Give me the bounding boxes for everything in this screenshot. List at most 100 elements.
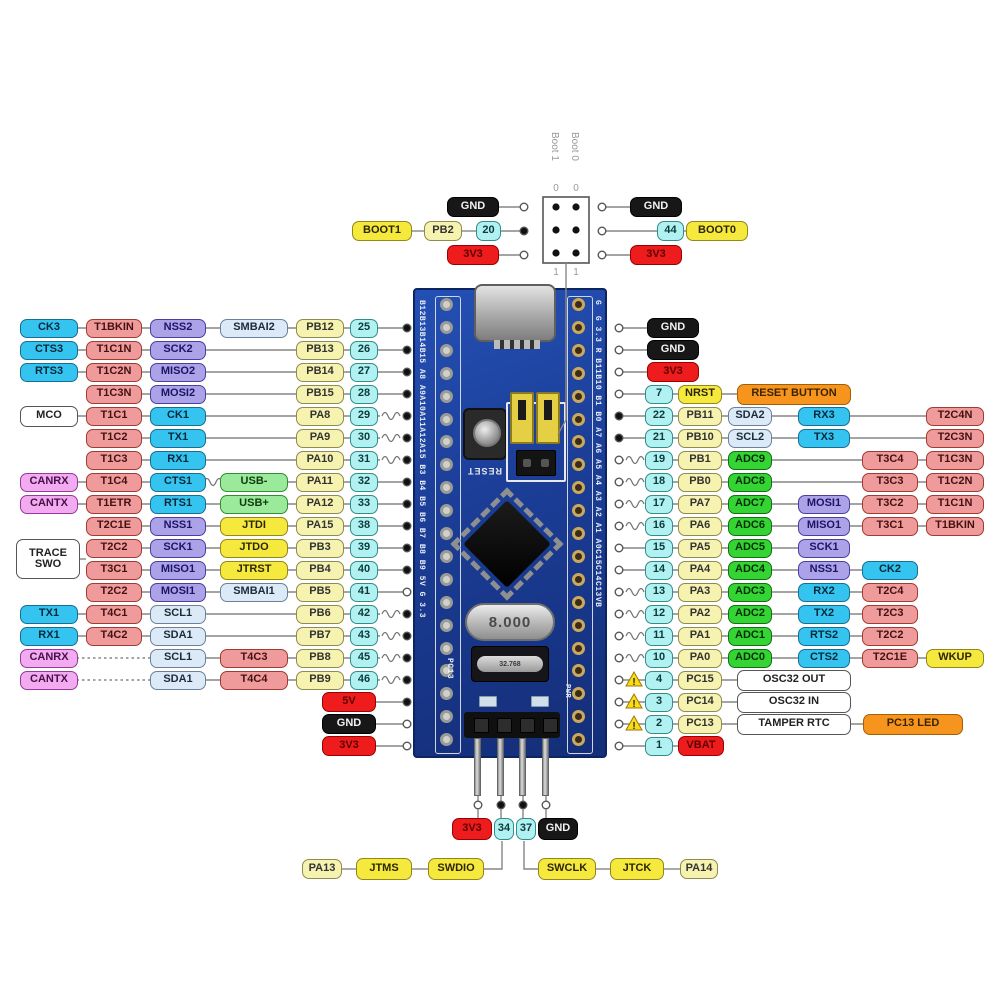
label-15: 15 xyxy=(645,538,673,558)
pin-hole xyxy=(440,366,453,380)
boot1-jumper[interactable] xyxy=(536,392,560,444)
label-pb5: PB5 xyxy=(296,582,344,602)
label-pb10: PB10 xyxy=(678,428,722,448)
label-44: 44 xyxy=(657,221,684,241)
label-adc4: ADC4 xyxy=(728,560,772,580)
label-mosi1: MOSI1 xyxy=(798,494,850,514)
label-pb1: PB1 xyxy=(678,450,722,470)
label-pb0: PB0 xyxy=(678,472,722,492)
label-t1etr: T1ETR xyxy=(86,494,142,514)
label-41: 41 xyxy=(350,582,378,602)
label-gnd: GND xyxy=(322,714,376,734)
label-osc32-out: OSC32 OUT xyxy=(737,669,851,691)
label-t1c1: T1C1 xyxy=(86,406,142,426)
label-16: 16 xyxy=(645,516,673,536)
pin-hole xyxy=(572,664,585,678)
label-pa15: PA15 xyxy=(296,516,344,536)
label-t4c1: T4C1 xyxy=(86,604,142,624)
pin-hole xyxy=(440,687,453,701)
label-rx1: RX1 xyxy=(150,450,206,470)
label-t1bkin: T1BKIN xyxy=(86,318,142,338)
label-13: 13 xyxy=(645,582,673,602)
boot0-jumper[interactable] xyxy=(510,392,534,444)
label-mco: MCO xyxy=(20,405,78,427)
label-10: 10 xyxy=(645,648,673,668)
label-t3c3: T3C3 xyxy=(862,472,918,492)
pc13-led-component xyxy=(531,696,549,707)
swd-pin xyxy=(497,738,504,796)
reset-button-cap[interactable] xyxy=(473,419,501,447)
label-canrx: CANRX xyxy=(20,648,78,668)
label-wkup: WKUP xyxy=(926,648,984,668)
label-adc7: ADC7 xyxy=(728,494,772,514)
pin-hole xyxy=(572,343,585,357)
swd-pin xyxy=(474,738,481,796)
label-22: 22 xyxy=(645,406,673,426)
pin-hole xyxy=(572,687,585,701)
label-46: 46 xyxy=(350,670,378,690)
label-t1c2n: T1C2N xyxy=(926,472,984,492)
label-nss2: NSS2 xyxy=(150,318,206,338)
label-cts3: CTS3 xyxy=(20,340,78,360)
silk-right-edge-labels: G G 3.3 R B11B10 B1 B0 A7 A6 A5 A4 A3 A2… xyxy=(593,300,602,608)
label-pa1: PA1 xyxy=(678,626,722,646)
pin-hole xyxy=(572,366,585,380)
label-3v3: 3V3 xyxy=(447,245,499,265)
label-smbai2: SMBAI2 xyxy=(220,318,288,338)
label-adc9: ADC9 xyxy=(728,450,772,470)
label-smbai1: SMBAI1 xyxy=(220,582,288,602)
label-t4c2: T4C2 xyxy=(86,626,142,646)
label-adc6: ADC6 xyxy=(728,516,772,536)
pin-hole xyxy=(572,641,585,655)
black-jumper[interactable] xyxy=(516,450,556,476)
pin-hole xyxy=(440,412,453,426)
label-miso2: MISO2 xyxy=(150,362,206,382)
label-miso1: MISO1 xyxy=(798,516,850,536)
reset-button-component[interactable] xyxy=(463,408,507,460)
label-43: 43 xyxy=(350,626,378,646)
label-gnd: GND xyxy=(538,818,578,840)
label-osc32-in: OSC32 IN xyxy=(737,691,851,713)
pin-hole xyxy=(572,458,585,472)
label-pa6: PA6 xyxy=(678,516,722,536)
pin-hole xyxy=(440,481,453,495)
label-tx2: TX2 xyxy=(798,604,850,624)
label-4: 4 xyxy=(645,670,673,690)
pin-hole xyxy=(572,320,585,334)
label-mosi1: MOSI1 xyxy=(150,582,206,602)
right-pin-strip xyxy=(567,296,593,754)
label-adc3: ADC3 xyxy=(728,582,772,602)
label-pa13: PA13 xyxy=(302,859,342,879)
label-20: 20 xyxy=(476,221,501,241)
pin-hole xyxy=(572,710,585,724)
label-swdio: SWDIO xyxy=(428,858,484,880)
label-adc8: ADC8 xyxy=(728,472,772,492)
label-ck1: CK1 xyxy=(150,406,206,426)
crystal-32khz-label: 32.768 xyxy=(477,656,543,672)
label-7: 7 xyxy=(645,384,673,404)
label-39: 39 xyxy=(350,538,378,558)
label-45: 45 xyxy=(350,648,378,668)
label-pa7: PA7 xyxy=(678,494,722,514)
label-pa14: PA14 xyxy=(680,859,718,879)
pin-hole xyxy=(440,458,453,472)
pin-hole xyxy=(440,298,453,311)
label-42: 42 xyxy=(350,604,378,624)
label-38: 38 xyxy=(350,516,378,536)
label-pb9: PB9 xyxy=(296,670,344,690)
label-pc15: PC15 xyxy=(678,670,722,690)
pin-hole xyxy=(440,618,453,632)
pcb-board: B12B13B14B15 A8 A9A10A11A12A15 B3 B4 B5 … xyxy=(413,284,607,758)
label-tx1: TX1 xyxy=(20,604,78,624)
pin-hole xyxy=(572,595,585,609)
label-adc1: ADC1 xyxy=(728,626,772,646)
left-pin-strip xyxy=(435,296,461,754)
silk-left-edge-labels: B12B13B14B15 A8 A9A10A11A12A15 B3 B4 B5 … xyxy=(417,300,426,619)
label-canrx: CANRX xyxy=(20,472,78,492)
pin-hole xyxy=(572,733,585,747)
pin-hole xyxy=(572,549,585,563)
crystal-8mhz: 8.000 xyxy=(465,603,555,641)
label-17: 17 xyxy=(645,494,673,514)
label-t2c2: T2C2 xyxy=(86,538,142,558)
